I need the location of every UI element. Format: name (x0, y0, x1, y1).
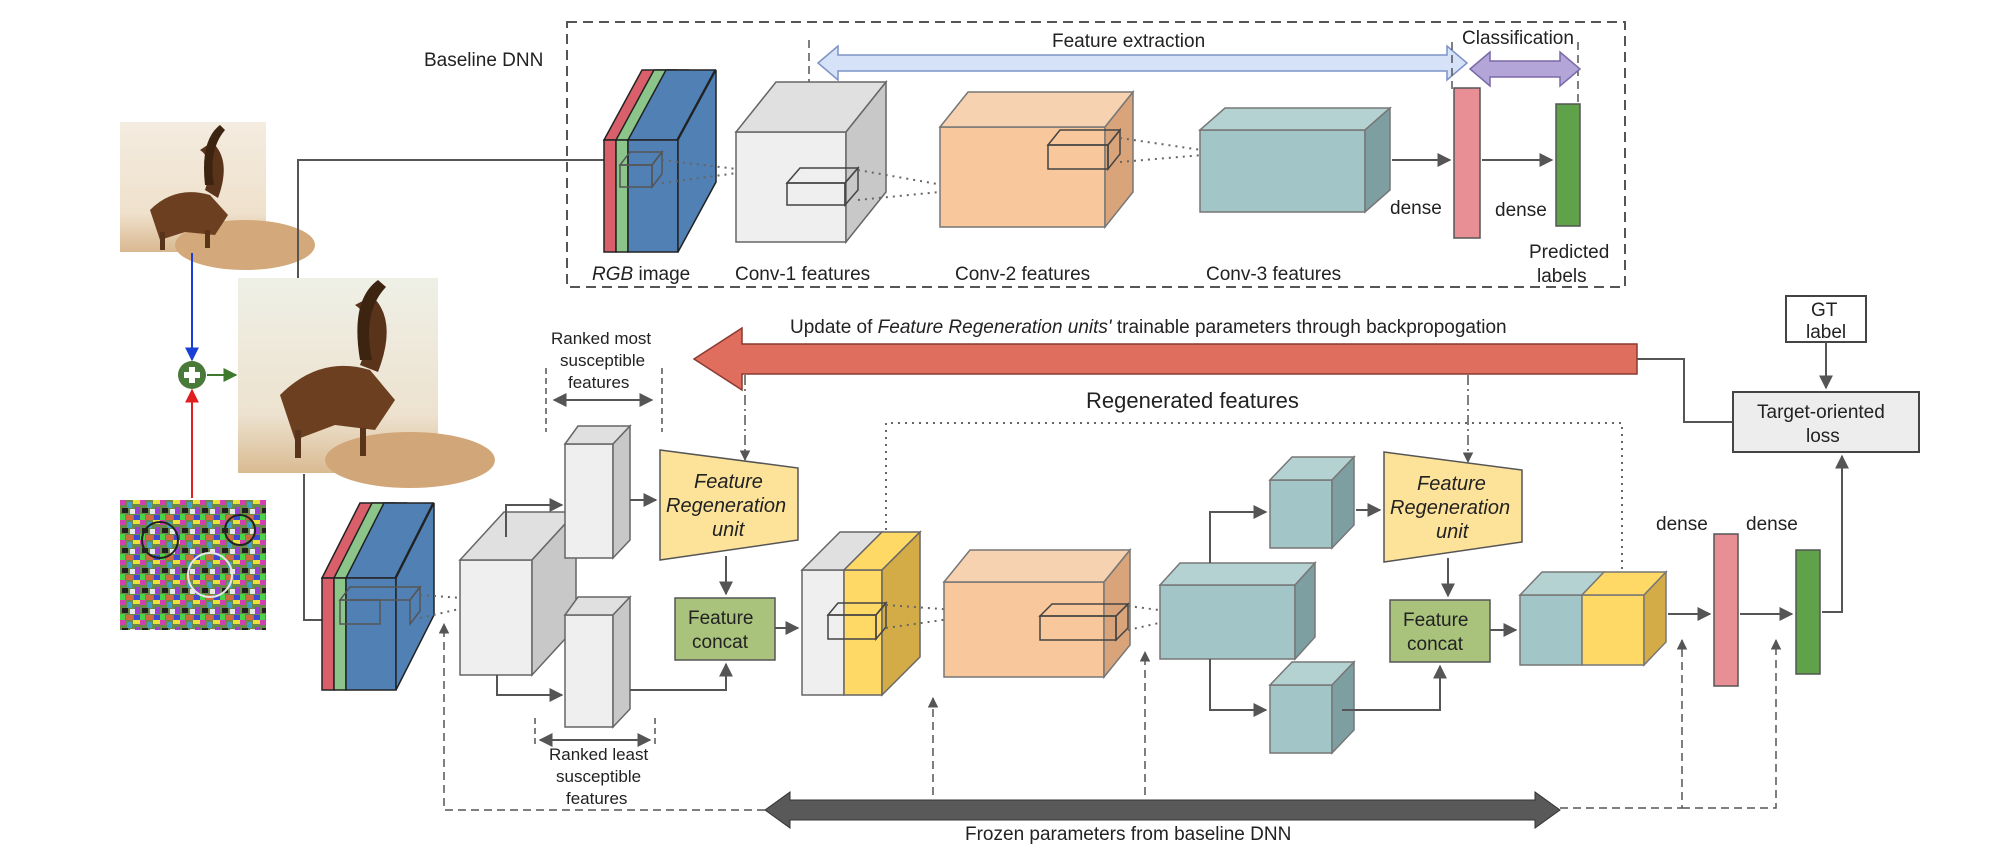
dense-pink-bottom (1713, 533, 1739, 687)
fru1-line2: Regeneration (666, 495, 786, 517)
clean-image (120, 122, 315, 270)
concat1-line2: concat (692, 632, 749, 653)
concat-block-1 (800, 530, 922, 697)
feature-regeneration-unit-2 (1383, 451, 1523, 563)
feature-regeneration-unit-1 (659, 449, 799, 561)
predicted-labels-line2: labels (1537, 266, 1587, 287)
feature-extraction-arrow (816, 44, 1469, 82)
conv1-cube (734, 79, 888, 245)
dense-label-2: dense (1495, 200, 1547, 221)
dense-pink-top (1453, 87, 1481, 239)
gt-label-line1: GT (1811, 300, 1838, 321)
concat2-line1: Feature (1403, 610, 1468, 631)
dense-green-bottom (1795, 549, 1821, 675)
conv1-cube-lower (458, 510, 578, 677)
rgb-image-stack-bottom (320, 502, 435, 691)
conv2-cube-lower (942, 547, 1132, 680)
most-susceptible-block (563, 424, 632, 560)
conv1-label: Conv-1 features (735, 264, 870, 285)
conv2-label: Conv-2 features (955, 264, 1090, 285)
baseline-dnn-label: Baseline DNN (424, 50, 543, 71)
conv3-label: Conv-3 features (1206, 264, 1341, 285)
least-susceptible-line2: susceptible (556, 767, 641, 786)
conv3-least-block (1268, 660, 1356, 755)
frozen-params-arrow (764, 791, 1561, 829)
adversarial-image (238, 278, 495, 488)
most-susceptible-line2: susceptible (560, 351, 645, 370)
predicted-labels-line1: Predicted (1529, 242, 1609, 263)
dense-label-4: dense (1746, 514, 1798, 535)
target-loss-box (1732, 391, 1920, 453)
fru1-line1: Feature (694, 471, 763, 493)
regenerated-features-label: Regenerated features (1086, 388, 1299, 413)
fru2-line2: Regeneration (1390, 497, 1510, 519)
least-susceptible-line3: features (566, 789, 627, 808)
rgb-image-label: RGB image (592, 264, 690, 285)
concat1-line1: Feature (688, 608, 753, 629)
fru2-line1: Feature (1417, 473, 1486, 495)
concat2-line2: concat (1407, 634, 1464, 655)
noise-image (120, 500, 266, 630)
feature-concat-1 (674, 597, 776, 661)
concat-block-2 (1518, 570, 1668, 667)
dense-label-3: dense (1656, 514, 1708, 535)
conv2-cube (938, 89, 1135, 230)
conv3-cube-lower (1158, 561, 1317, 661)
least-susceptible-block (563, 595, 632, 729)
conv3-most-block (1268, 455, 1356, 550)
gt-label-line2: label (1806, 322, 1846, 343)
update-label: Update of Feature Regeneration units' tr… (790, 317, 1507, 338)
classification-arrow (1468, 50, 1582, 88)
frozen-params-label: Frozen parameters from baseline DNN (965, 824, 1291, 845)
conv3-cube (1198, 106, 1392, 214)
plus-icon (178, 361, 206, 389)
dense-label-1: dense (1390, 198, 1442, 219)
gt-label-box (1785, 295, 1867, 343)
target-loss-line1: Target-oriented (1757, 402, 1885, 423)
rgb-image-stack-top (602, 69, 717, 253)
dense-green-top (1555, 103, 1581, 227)
baseline-dnn-box (566, 21, 1626, 288)
least-susceptible-line1: Ranked least (549, 745, 649, 764)
feature-extraction-label: Feature extraction (1052, 31, 1205, 52)
fru1-line3: unit (712, 519, 746, 541)
fru2-line3: unit (1436, 521, 1470, 543)
target-loss-line2: loss (1806, 426, 1840, 447)
most-susceptible-line1: Ranked most (551, 329, 651, 348)
most-susceptible-line3: features (568, 373, 629, 392)
feature-concat-2 (1389, 599, 1491, 663)
classification-label: Classification (1462, 28, 1574, 49)
